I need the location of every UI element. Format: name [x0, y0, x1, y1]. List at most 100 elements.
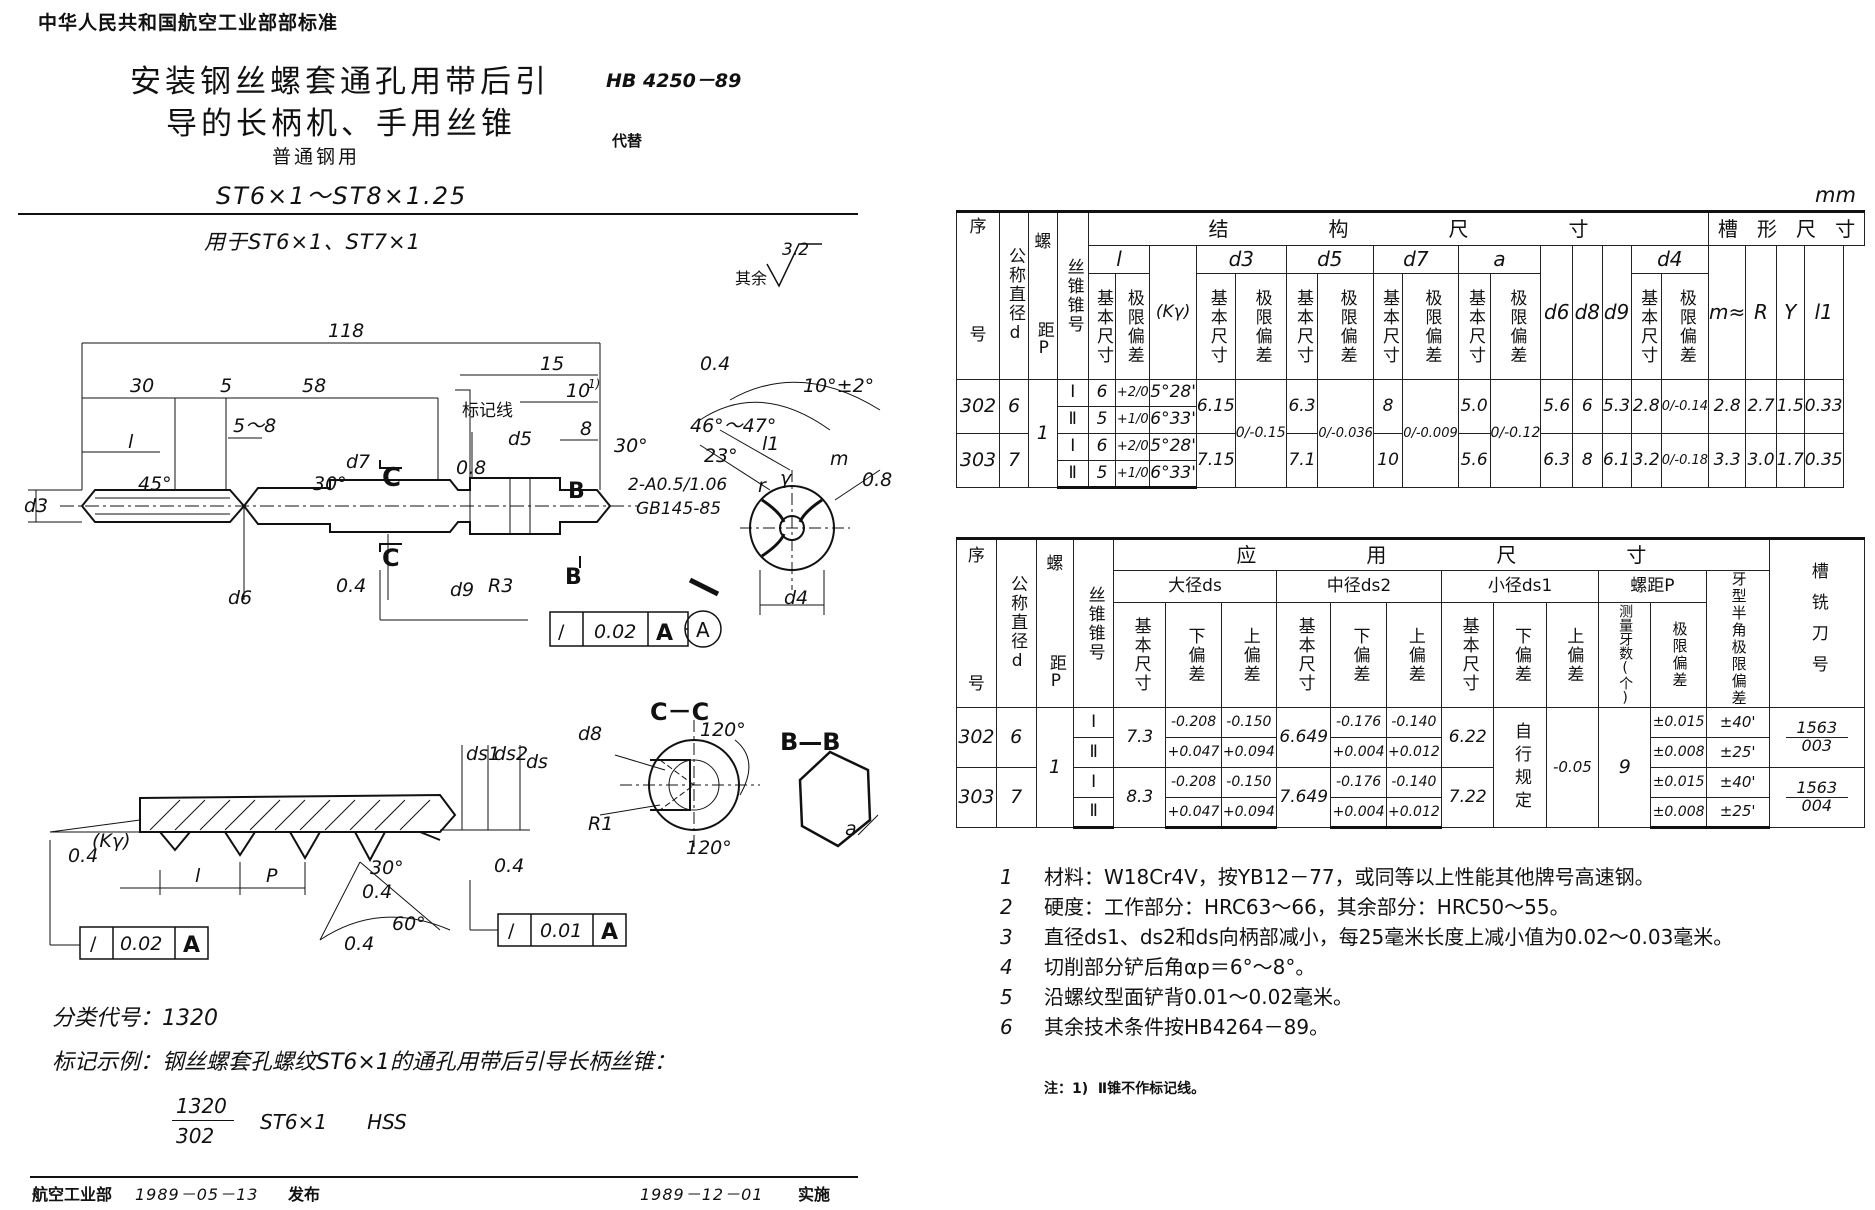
roughness-0-4f: 0.4	[494, 855, 524, 877]
angle-30: 30°	[313, 473, 347, 495]
marking-rest: ST6×1 HSS	[260, 1110, 407, 1134]
t2-h-pitch: 螺距P	[1035, 537, 1075, 708]
roughness-0-8b: 0.8	[862, 469, 892, 491]
dim-58: 58	[302, 375, 326, 397]
t1-row-303-ii: Ⅱ 5 +1/0 6°33'	[957, 460, 1865, 489]
sym-ds1: ds1	[466, 743, 500, 765]
dim-10-sup: 1)	[588, 377, 600, 391]
sym-d7: d7	[346, 451, 370, 473]
t2-h-ds-upper: 上偏差	[1220, 602, 1277, 708]
dim-l: l	[128, 431, 134, 453]
mark-line-label: 标记线	[462, 401, 513, 421]
center-hole: 2-A0.5/1.06	[628, 475, 727, 495]
t1-h-pitch: 螺距P	[1028, 210, 1058, 380]
roughness-0-4e: 0.4	[344, 933, 374, 955]
subtitle: 普通钢用	[272, 146, 361, 168]
angle-46: 46°～47°	[690, 415, 776, 437]
t2-h-p: 螺距P	[1598, 569, 1707, 604]
t2-h-ds-basic: 基本尺寸	[1113, 602, 1167, 708]
dim-p: P	[266, 865, 278, 887]
t1-row-303-i: 303 7 Ⅰ 6 +2/0 5°28' 7.15 7.1 10 5.6 6.3…	[956, 433, 1865, 488]
dim-15: 15	[540, 353, 564, 375]
t1-h-a: a	[1457, 245, 1542, 274]
t2-h-ds: 大径ds	[1113, 569, 1277, 604]
tol2-value: 0.02	[120, 933, 162, 955]
t1-h-d7: d7	[1372, 245, 1459, 274]
issue-word: 发布	[288, 1185, 321, 1204]
t1-row-302-ii: Ⅱ 5 +1/0 6°33'	[957, 406, 1865, 434]
sym-d9: d9	[450, 579, 474, 601]
t1-h-y: Y	[1775, 245, 1805, 380]
marking-numerator: 1320	[176, 1094, 227, 1118]
datum-a: A	[656, 621, 673, 646]
sym-d5: d5	[508, 428, 532, 450]
cc-title: C－C	[650, 698, 709, 726]
t2-h-nominal: 公称直径d	[995, 537, 1037, 708]
t2-h-ds1-upper: 上偏差	[1545, 602, 1600, 708]
t1-h-groove: 槽 形 尺 寸	[1708, 210, 1865, 246]
t2-h-ds2: 中径ds2	[1275, 569, 1443, 604]
tol2-datum: A	[183, 933, 200, 958]
org-standard: 中华人民共和国航空工业部部标准	[38, 12, 339, 34]
dim-118: 118	[328, 320, 364, 342]
roughness-0-4b: 0.4	[700, 353, 730, 375]
t2-h-apply: 应用尺寸	[1113, 537, 1770, 571]
center-std: GB145-85	[636, 499, 721, 519]
t2-h-ds2-upper: 上偏差	[1385, 602, 1443, 708]
t2-h-plimit: 极限偏差	[1650, 602, 1707, 708]
t2-h-cutter: 槽铣刀号	[1768, 537, 1866, 708]
bb-title: B—B	[780, 728, 841, 756]
angle-60: 60°	[392, 913, 426, 935]
angle-120a: 120°	[700, 719, 746, 741]
t1-h-l1: l1	[1803, 245, 1844, 380]
dim-l2: l	[195, 865, 201, 887]
dim-30: 30	[130, 375, 154, 397]
t1-h-l-basic: 基本尺寸	[1087, 273, 1117, 380]
application-dimensions-table: 序号 公称直径d 螺距P 丝锥锥号 应用尺寸 槽铣刀号 大径ds 中径ds2 小…	[956, 537, 1866, 829]
t1-h-struct: 结构尺寸	[1087, 210, 1710, 246]
sym-m: m	[830, 448, 849, 470]
unit: mm	[1815, 183, 1856, 207]
marking-example: 标记示例：钢丝螺套孔螺纹ST6×1的通孔用带后引导长柄丝锥：	[52, 1050, 676, 1075]
t2-row-303-i: 303 7 Ⅰ 8.3 -0.208 -0.150 7.649 -0.176 -…	[956, 767, 1866, 828]
t1-h-l: l	[1087, 245, 1151, 274]
t1-h-l-limit: 极限偏差	[1115, 273, 1151, 380]
t2-h-ds-lower: 下偏差	[1165, 602, 1222, 708]
angle-45: 45°	[138, 473, 172, 495]
tol-sym: /	[558, 621, 565, 643]
impl-word: 实施	[798, 1185, 831, 1204]
range: ST6×1～ST8×1.25	[216, 182, 468, 210]
angle-10: 10°±2°	[803, 375, 874, 397]
t1-row-302-i: 302 6 1 Ⅰ 6 +2/0 5°28' 6.15 0/-0.15 6.3 …	[956, 379, 1865, 488]
angle-23: 23°	[704, 445, 738, 467]
applies-to: 用于ST6×1、ST7×1	[204, 230, 421, 254]
tol3-value: 0.01	[540, 920, 582, 942]
issuer: 航空工业部	[32, 1185, 113, 1204]
t1-h-d7-limit: 极限偏差	[1402, 273, 1459, 380]
title-line2: 导的长柄机、手用丝锥	[166, 106, 516, 142]
t1-h-d6: d6	[1540, 245, 1574, 380]
t1-h-d4: d4	[1630, 245, 1710, 274]
datum-circle: A	[696, 618, 710, 642]
angle-30b: 30°	[614, 435, 648, 457]
t2-h-ds2-basic: 基本尺寸	[1275, 602, 1332, 708]
t2-h-xu: 序号	[956, 537, 997, 708]
title-line1: 安装钢丝螺套通孔用带后引	[130, 64, 550, 100]
t1-h-xu: 序号	[956, 210, 1000, 380]
tol3-datum: A	[601, 920, 618, 945]
t2-row-302-ii: Ⅱ +0.047 +0.094 +0.004 +0.012 ±0.008 ±25…	[957, 737, 1865, 768]
t1-h-a-limit: 极限偏差	[1489, 273, 1542, 380]
r1-label: R1	[588, 813, 613, 835]
t1-h-d3-basic: 基本尺寸	[1195, 273, 1236, 380]
t1-h-a-basic: 基本尺寸	[1457, 273, 1491, 380]
t1-h-d3-limit: 极限偏差	[1234, 273, 1287, 380]
t1-h-d3: d3	[1195, 245, 1287, 274]
tol3-sym: /	[508, 920, 515, 942]
t2-h-ds1-basic: 基本尺寸	[1441, 602, 1495, 708]
